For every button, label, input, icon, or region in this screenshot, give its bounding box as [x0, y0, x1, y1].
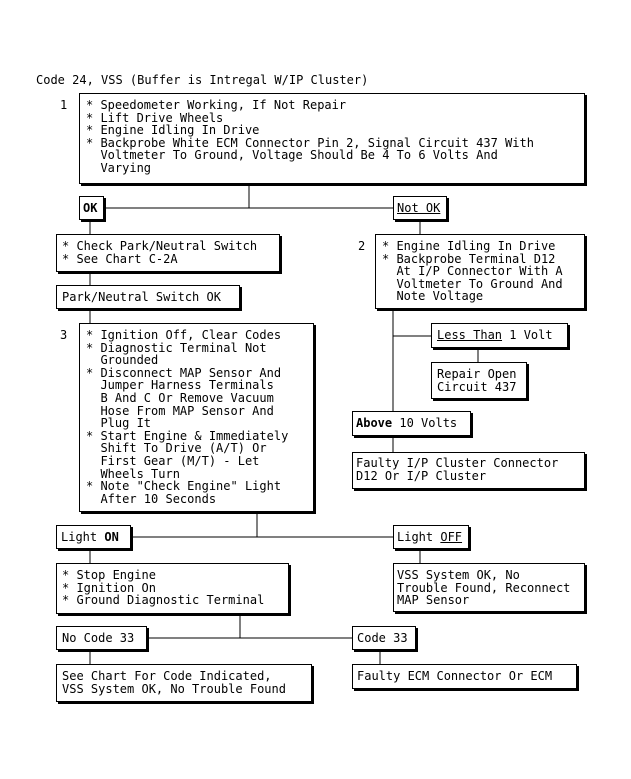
- not-ok-box: [393, 196, 447, 220]
- code-33-box: [352, 626, 416, 650]
- vss-ok-reconnect-box: [393, 563, 585, 612]
- stop-engine-text: * Stop Engine* Ignition On* Ground Diagn…: [62, 568, 265, 608]
- light-on-label: Light ON: [61, 530, 119, 544]
- step-3-box: [79, 323, 314, 512]
- not-ok-label: Not OK: [397, 201, 441, 215]
- code-33-label: Code 33: [357, 631, 408, 645]
- repair-open-circuit-box: [431, 362, 527, 399]
- step-3-number: 3: [60, 328, 68, 342]
- step-2-number: 2: [358, 239, 366, 253]
- ok-box: [79, 196, 104, 220]
- faulty-ip-cluster-box: [352, 452, 585, 489]
- no-code-33-label: No Code 33: [62, 631, 135, 645]
- step-2-text: * Engine Idling In Drive* Backprobe Term…: [382, 239, 563, 304]
- above-10-volts-box: [352, 411, 471, 436]
- light-on-box: [56, 525, 131, 549]
- step-3-text: * Ignition Off, Clear Codes* Diagnostic …: [86, 328, 289, 506]
- light-off-box: [393, 525, 469, 549]
- less-than-1-volt-box: [431, 323, 568, 348]
- step-1-text: * Speedometer Working, If Not Repair* Li…: [86, 98, 534, 175]
- check-park-neutral-text: * Check Park/Neutral Switch* See Chart C…: [62, 239, 258, 266]
- less-than-1-volt-label: Less Than 1 Volt: [437, 328, 553, 342]
- diagram-title: Code 24, VSS (Buffer is Intregal W/IP Cl…: [36, 73, 369, 87]
- faulty-ecm-box: [352, 664, 577, 689]
- stop-engine-box: [56, 563, 289, 614]
- above-10-volts-label: Above 10 Volts: [356, 416, 458, 430]
- step-1-number: 1: [60, 98, 68, 112]
- park-neutral-ok-label: Park/Neutral Switch OK: [62, 290, 221, 304]
- light-off-label: Light OFF: [397, 530, 463, 544]
- ok-label: OK: [83, 201, 98, 215]
- step-2-box: [375, 234, 585, 309]
- see-chart-box: [56, 664, 312, 702]
- park-neutral-ok-box: [56, 285, 240, 309]
- check-park-neutral-box: [56, 234, 280, 272]
- see-chart-text: See Chart For Code Indicated,VSS System …: [62, 669, 286, 696]
- no-code-33-box: [56, 626, 147, 650]
- faulty-ecm-label: Faulty ECM Connector Or ECM: [357, 669, 553, 683]
- step-1-box: [79, 93, 585, 184]
